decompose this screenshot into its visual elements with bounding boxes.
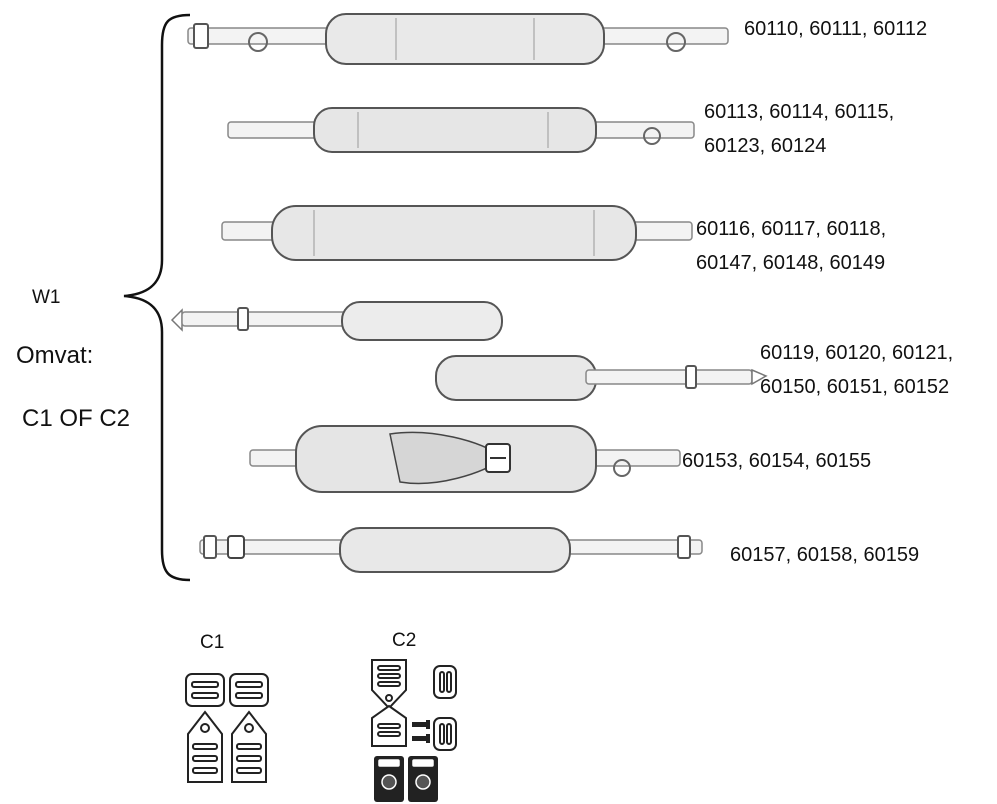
strap-3-line-2: 60147, 60148, 60149 [696, 246, 886, 280]
strap-image-5 [250, 422, 680, 498]
strap-image-4b [436, 354, 768, 404]
kit-c1-label: C1 [200, 632, 224, 654]
strap-2-line-1: 60113, 60114, 60115, [704, 95, 894, 129]
group-label: W1 [32, 287, 61, 309]
strap-6-line-1: 60157, 60158, 60159 [730, 538, 919, 572]
strap-5-line-1: 60153, 60154, 60155 [682, 444, 871, 478]
kit-c2-label: C2 [392, 630, 416, 652]
strap-image-2 [228, 104, 694, 160]
kit-c2-image [370, 656, 460, 804]
strap-1-line-1: 60110, 60111, 60112 [744, 12, 927, 46]
kit-c1-image [184, 672, 274, 788]
strap-1-codes: 60110, 60111, 60112 [744, 12, 927, 46]
strap-image-4a [172, 298, 502, 346]
strap-image-6 [200, 522, 702, 578]
strap-4-codes: 60119, 60120, 60121, 60150, 60151, 60152 [760, 336, 953, 404]
options-label: C1 OF C2 [22, 405, 130, 433]
strap-4-line-2: 60150, 60151, 60152 [760, 370, 953, 404]
strap-4-line-1: 60119, 60120, 60121, [760, 336, 953, 370]
strap-3-codes: 60116, 60117, 60118, 60147, 60148, 60149 [696, 212, 886, 280]
strap-6-codes: 60157, 60158, 60159 [730, 538, 919, 572]
strap-image-1 [188, 10, 728, 70]
strap-image-3 [222, 200, 692, 264]
strap-3-line-1: 60116, 60117, 60118, [696, 212, 886, 246]
strap-2-codes: 60113, 60114, 60115, 60123, 60124 [704, 95, 894, 163]
strap-5-codes: 60153, 60154, 60155 [682, 444, 871, 478]
omvat-label: Omvat: [16, 342, 93, 370]
strap-2-line-2: 60123, 60124 [704, 129, 894, 163]
